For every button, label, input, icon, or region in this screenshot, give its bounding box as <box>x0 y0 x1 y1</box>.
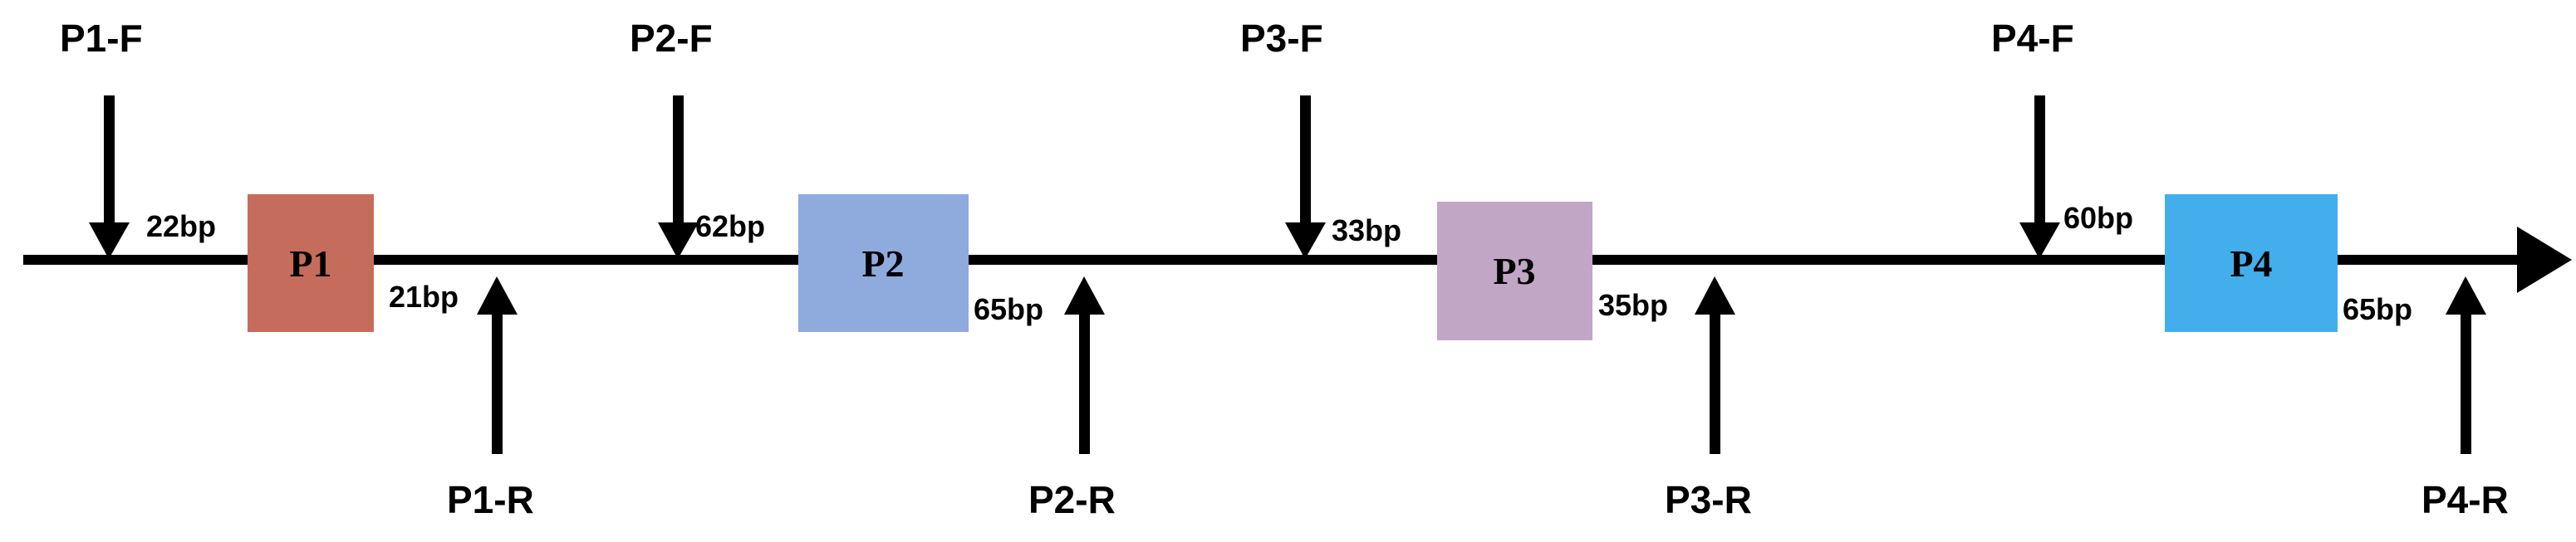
promoter-p3-box <box>1437 202 1592 340</box>
forward-primer-p3-label: P3-F <box>1240 17 1323 60</box>
reverse-gap-p2-label: 65bp <box>974 292 1043 326</box>
forward-gap-p2-label: 62bp <box>695 209 765 243</box>
promoter-p1-label: P1 <box>289 242 331 285</box>
forward-gap-p3-label: 33bp <box>1332 213 1401 247</box>
forward-primer-p3-arrow <box>1285 95 1326 259</box>
forward-primer-p4-arrow <box>2019 95 2060 259</box>
reverse-primer-p1-label: P1-R <box>447 478 534 521</box>
promoter-p1-box <box>248 194 374 332</box>
reverse-primer-p4-arrow <box>2446 276 2486 454</box>
forward-primer-p2-label: P2-F <box>630 17 713 60</box>
forward-primer-p1-arrow <box>89 95 130 259</box>
promoter-p4-box <box>2165 194 2338 332</box>
promoter-p3-group: P3 P3-F 33bp P3-R 35bp <box>1240 17 1752 521</box>
reverse-primer-p3-label: P3-R <box>1665 478 1752 521</box>
promoter-p4-label: P4 <box>2230 242 2272 285</box>
dna-strand-line <box>23 255 2524 265</box>
promoter-p4-group: P4 P4-F 60bp P4-R 65bp <box>1991 17 2509 521</box>
forward-gap-p1-label: 22bp <box>146 209 216 243</box>
forward-gap-p4-label: 60bp <box>2063 201 2133 235</box>
promoter-p1-group: P1 P1-F 22bp P1-R 21bp <box>60 17 534 521</box>
reverse-primer-p2-arrow <box>1064 276 1105 454</box>
reverse-gap-p3-label: 35bp <box>1598 288 1668 322</box>
reverse-primer-p3-arrow <box>1695 276 1735 454</box>
forward-primer-p4-label: P4-F <box>1991 17 2074 60</box>
reverse-primer-p2-label: P2-R <box>1028 478 1116 521</box>
forward-primer-p1-label: P1-F <box>60 17 143 60</box>
forward-primer-p2-arrow <box>658 95 699 259</box>
reverse-primer-p4-label: P4-R <box>2421 478 2509 521</box>
promoter-p3-label: P3 <box>1493 250 1535 292</box>
reverse-gap-p1-label: 21bp <box>389 280 459 314</box>
dna-strand-arrowhead <box>2517 227 2572 293</box>
promoter-p2-label: P2 <box>861 242 904 285</box>
reverse-gap-p4-label: 65bp <box>2343 292 2412 326</box>
promoter-p2-group: P2 P2-F 62bp P2-R 65bp <box>630 17 1116 521</box>
promoter-p2-box <box>798 194 969 332</box>
reverse-primer-p1-arrow <box>477 276 518 454</box>
